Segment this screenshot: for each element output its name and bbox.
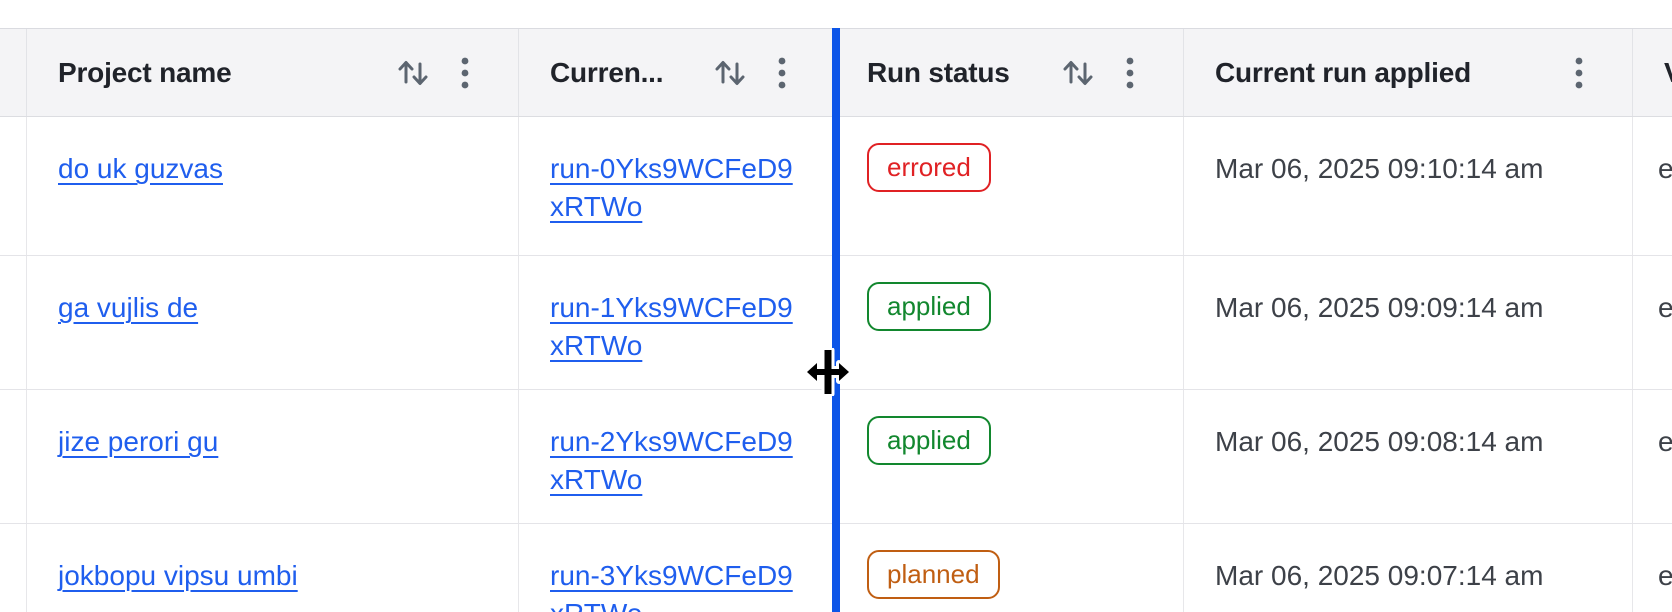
- header-cell-clipped: V: [1633, 29, 1672, 116]
- kebab-menu-icon[interactable]: [1574, 56, 1584, 90]
- run-link[interactable]: run-1Yks9WCFeD9xRTWo: [550, 292, 793, 361]
- run-applied-timestamp: Mar 06, 2025 09:10:14 am: [1215, 153, 1544, 184]
- project-name-cell: jize perori gu: [27, 390, 519, 523]
- current-run-cell: run-1Yks9WCFeD9xRTWo: [519, 256, 836, 389]
- run-link[interactable]: run-3Yks9WCFeD9xRTWo: [550, 560, 793, 612]
- header-cell-current-run: Curren...: [519, 29, 836, 116]
- column-title-current-run-applied: Current run applied: [1215, 56, 1471, 88]
- project-link[interactable]: jokbopu vipsu umbi: [58, 560, 298, 591]
- sort-icon[interactable]: [396, 56, 430, 90]
- project-link[interactable]: jize perori gu: [58, 426, 219, 457]
- run-status-cell: errored: [836, 117, 1184, 255]
- clipped-cell: e: [1633, 390, 1672, 523]
- clipped-cell-text: e: [1658, 426, 1672, 457]
- run-applied-cell: Mar 06, 2025 09:10:14 am: [1184, 117, 1633, 255]
- clipped-cell: e: [1633, 524, 1672, 612]
- run-applied-timestamp: Mar 06, 2025 09:08:14 am: [1215, 426, 1544, 457]
- run-link[interactable]: run-0Yks9WCFeD9xRTWo: [550, 153, 793, 222]
- gutter-cell: [0, 390, 27, 523]
- kebab-menu-icon[interactable]: [460, 56, 470, 90]
- header-cell-current-run-applied: Current run applied: [1184, 29, 1633, 116]
- column-title-clipped: V: [1664, 57, 1672, 89]
- clipped-cell-text: e: [1658, 292, 1672, 323]
- project-link[interactable]: ga vujlis de: [58, 292, 199, 323]
- run-applied-cell: Mar 06, 2025 09:08:14 am: [1184, 390, 1633, 523]
- kebab-menu-icon[interactable]: [1125, 56, 1135, 90]
- gutter-cell: [0, 256, 27, 389]
- current-run-cell: run-0Yks9WCFeD9xRTWo: [519, 117, 836, 255]
- column-title-current-run: Curren...: [550, 56, 664, 88]
- sort-icon[interactable]: [713, 56, 747, 90]
- project-name-cell: do uk guzvas: [27, 117, 519, 255]
- clipped-cell-text: e: [1658, 153, 1672, 184]
- clipped-cell: e: [1633, 256, 1672, 389]
- column-title-project-name: Project name: [58, 56, 232, 88]
- header-cell-project-name: Project name: [27, 29, 519, 116]
- run-status-cell: applied: [836, 390, 1184, 523]
- run-status-badge: applied: [867, 416, 991, 465]
- sort-icon[interactable]: [1061, 56, 1095, 90]
- run-status-badge: errored: [867, 143, 991, 192]
- project-link[interactable]: do uk guzvas: [58, 153, 223, 184]
- clipped-cell-text: e: [1658, 560, 1672, 591]
- current-run-cell: run-2Yks9WCFeD9xRTWo: [519, 390, 836, 523]
- run-link[interactable]: run-2Yks9WCFeD9xRTWo: [550, 426, 793, 495]
- run-applied-cell: Mar 06, 2025 09:07:14 am: [1184, 524, 1633, 612]
- project-name-cell: ga vujlis de: [27, 256, 519, 389]
- header-cell-gutter: [0, 29, 27, 116]
- run-status-cell: applied: [836, 256, 1184, 389]
- gutter-cell: [0, 524, 27, 612]
- run-status-cell: planned: [836, 524, 1184, 612]
- run-status-badge: applied: [867, 282, 991, 331]
- column-title-run-status: Run status: [867, 56, 1010, 88]
- header-cell-run-status: Run status: [836, 29, 1184, 116]
- run-applied-timestamp: Mar 06, 2025 09:07:14 am: [1215, 560, 1544, 591]
- gutter-cell: [0, 117, 27, 255]
- clipped-cell: e: [1633, 117, 1672, 255]
- run-applied-cell: Mar 06, 2025 09:09:14 am: [1184, 256, 1633, 389]
- kebab-menu-icon[interactable]: [777, 56, 787, 90]
- project-name-cell: jokbopu vipsu umbi: [27, 524, 519, 612]
- run-status-badge: planned: [867, 550, 1000, 599]
- current-run-cell: run-3Yks9WCFeD9xRTWo: [519, 524, 836, 612]
- run-applied-timestamp: Mar 06, 2025 09:09:14 am: [1215, 292, 1544, 323]
- column-resize-indicator[interactable]: [832, 28, 840, 612]
